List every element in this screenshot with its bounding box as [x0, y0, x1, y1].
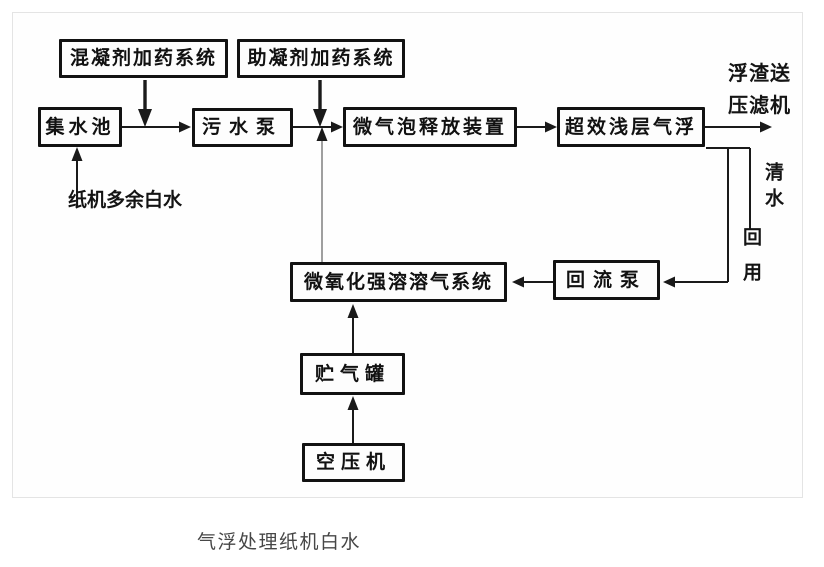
node-microbubble-release: 微气泡释放装置	[343, 107, 517, 147]
label-scum-line2: 压滤机	[728, 93, 791, 117]
label-clear-water: 清水	[762, 162, 784, 214]
edge-compressor-to-gastank	[347, 396, 359, 445]
edge-pump-to-release	[293, 121, 343, 133]
node-return-pump: 回流泵	[553, 260, 660, 300]
edge-whitewater-to-collect	[71, 147, 83, 193]
node-coagulant-dosing: 混凝剂加药系统	[59, 39, 228, 78]
node-flocculant-dosing: 助凝剂加药系统	[237, 39, 405, 78]
edge-dissolved-to-junction	[316, 127, 328, 263]
label-reuse: 回用	[740, 227, 762, 297]
edge-flotation-to-scum	[705, 121, 772, 133]
edge-flotation-bottom-branch	[663, 147, 751, 288]
label-scum-line1: 浮渣送	[728, 61, 791, 85]
figure-caption: 气浮处理纸机白水	[197, 531, 362, 553]
node-gas-tank: 贮气罐	[300, 353, 405, 395]
edge-flocculant-to-line	[313, 80, 327, 127]
node-sewage-pump: 污水泵	[192, 108, 293, 147]
label-white-water-in: 纸机多余白水	[68, 189, 183, 211]
node-collect-tank: 集水池	[38, 107, 122, 147]
edge-gastank-to-dissolved	[347, 304, 359, 356]
node-dissolved-air-system: 微氧化强溶溶气系统	[290, 262, 507, 302]
node-shallow-flotation: 超效浅层气浮	[557, 107, 705, 147]
edge-release-to-flotation	[517, 121, 557, 133]
edge-collect-to-pump	[122, 121, 191, 133]
edge-returnpump-to-dissolved	[512, 276, 553, 288]
node-air-compressor: 空压机	[302, 443, 405, 482]
edge-coagulant-to-line	[138, 80, 152, 127]
